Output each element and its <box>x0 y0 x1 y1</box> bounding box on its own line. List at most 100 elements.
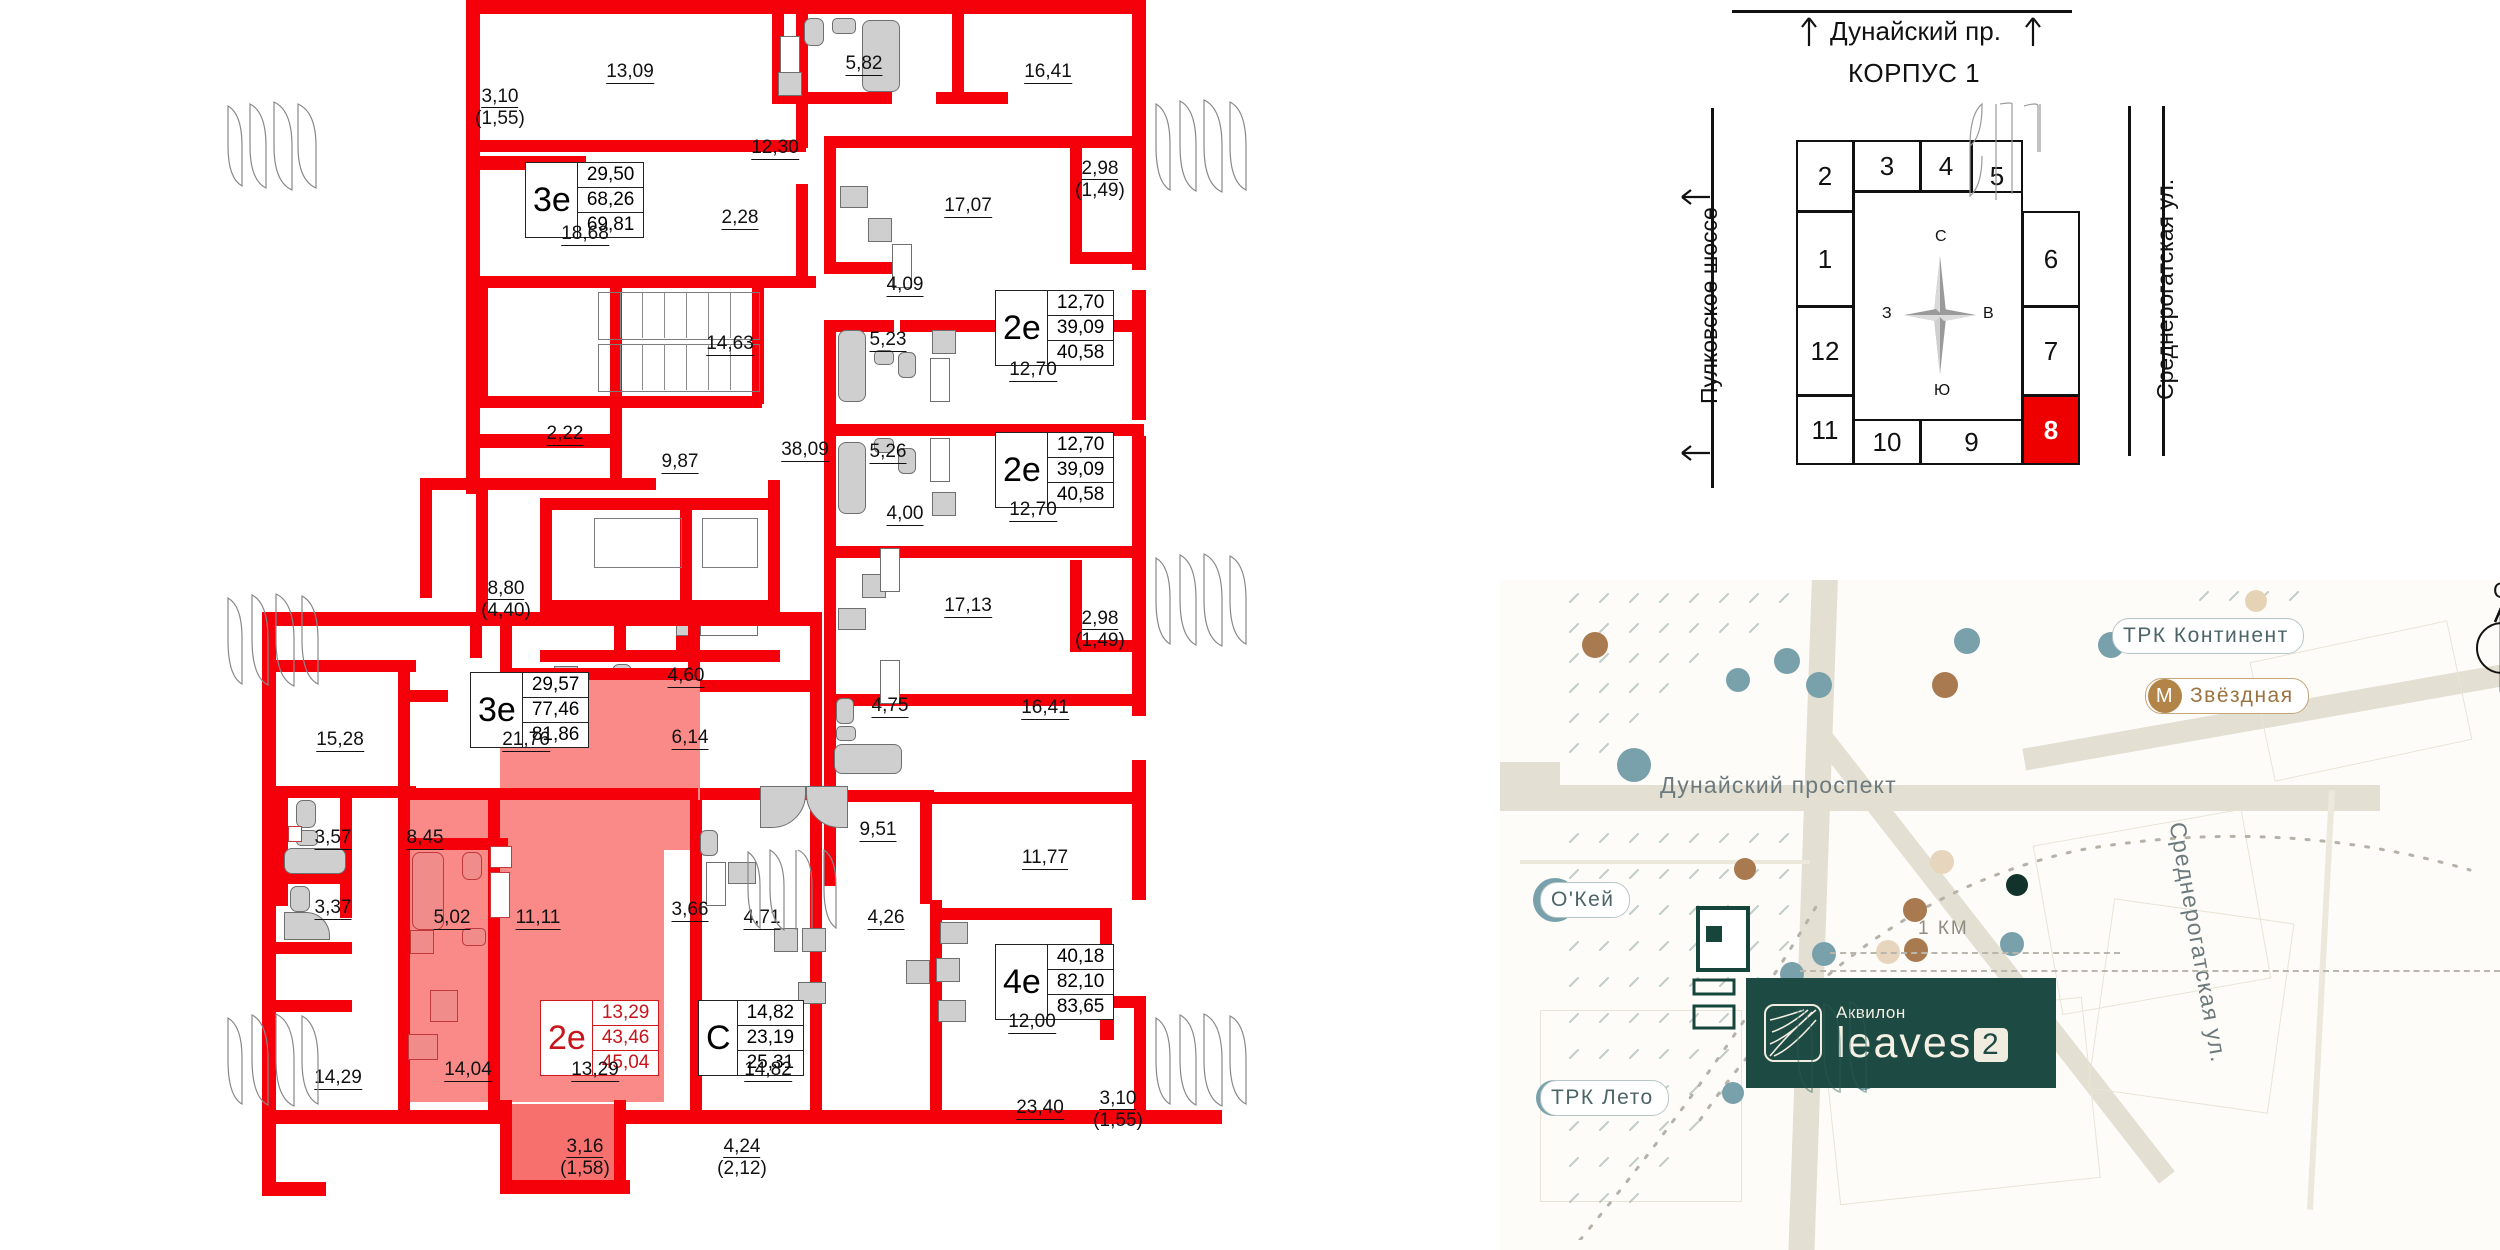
wall <box>1132 0 1146 200</box>
section-1[interactable]: 1 <box>1796 211 1854 307</box>
compass-east-label: В <box>1983 305 1994 322</box>
wall <box>326 1110 386 1124</box>
room-area: 17,07 <box>944 195 992 218</box>
selected-apartment-balcony <box>508 1104 618 1180</box>
room-area: 5,23 <box>869 329 907 352</box>
poi-trk-leto[interactable]: ТРК Лето <box>1540 1080 1669 1116</box>
room-area: 15,28 <box>316 729 364 752</box>
sink-icon <box>874 350 894 365</box>
logo-big-text: leaves <box>1836 1018 1973 1067</box>
balcony-glazing-icon <box>1969 102 2041 200</box>
room-area: 4,26 <box>867 907 905 930</box>
scale-label: 1 КМ <box>1918 918 1969 939</box>
compass-north-label: С <box>1935 228 1947 245</box>
badge-type: 3е <box>478 691 516 729</box>
wall <box>752 286 764 404</box>
project-marker[interactable] <box>1696 906 1750 972</box>
room-area: 4,00 <box>886 503 924 526</box>
street-label-pulkovskoe: Пулковское шоссе <box>1696 207 1722 404</box>
room-area-selected: 13,29 <box>571 1059 619 1082</box>
wall <box>620 1110 710 1124</box>
wall <box>398 1110 428 1124</box>
compass-rose-icon <box>1904 256 1976 374</box>
badge-total: 81,86 <box>531 724 580 745</box>
wall <box>1070 560 1082 650</box>
badge-type: С <box>706 1019 731 1057</box>
wall <box>1134 996 1146 1116</box>
cabinet-icon <box>930 358 950 402</box>
stair-step <box>708 292 709 338</box>
room-area: 18,68 <box>561 223 609 246</box>
poi-metro-zvezdnaya[interactable]: М Звёздная <box>2145 678 2309 714</box>
wall <box>512 396 762 408</box>
wall <box>482 612 822 626</box>
badge-living: 40,18 <box>1047 945 1114 970</box>
sink-icon <box>936 958 960 982</box>
poi-dot <box>2245 590 2267 612</box>
balcony-area: 3,10 <box>1099 1088 1137 1111</box>
section-10[interactable]: 10 <box>1853 419 1921 465</box>
badge-total: 40,58 <box>1056 342 1105 363</box>
sink-icon <box>874 438 894 453</box>
section-2[interactable]: 2 <box>1796 140 1854 212</box>
wall <box>398 800 410 1116</box>
section-6[interactable]: 6 <box>2022 211 2080 307</box>
wall <box>262 1110 276 1196</box>
room-area-balcony: 3,10 (1,55) <box>475 86 525 130</box>
badge-type: 2е <box>1003 451 1041 489</box>
sink-icon <box>832 18 856 34</box>
room-area: 2,28 <box>721 207 759 230</box>
apartment-badge-3e-left: 3е 29,57 77,46 81,86 <box>470 672 590 748</box>
cabinet-icon <box>490 872 510 918</box>
badge-living: 12,70 <box>1047 433 1114 458</box>
poi-label: ТРК Лето <box>1551 1086 1654 1109</box>
apartment-badge-4e: 4е 40,18 82,10 83,65 <box>995 944 1115 1020</box>
street-line-right-b <box>2162 106 2165 456</box>
road-minor-left <box>1520 860 1810 864</box>
wall <box>1132 760 1146 900</box>
section-8-selected[interactable]: 8 <box>2022 395 2080 465</box>
wall <box>930 792 1144 804</box>
room-area-balcony: 8,80 (4,40) <box>481 578 531 622</box>
wall <box>540 650 780 662</box>
section-7[interactable]: 7 <box>2022 306 2080 396</box>
toilet-icon <box>296 800 316 828</box>
room-area: 4,71 <box>743 907 781 930</box>
balcony-glazing-icon <box>227 101 317 191</box>
stair-step <box>664 292 665 338</box>
room-area: 17,13 <box>944 595 992 618</box>
apartment-badge-studio-c: С 14,82 23,19 25,31 <box>698 1000 805 1076</box>
poi-trk-continent[interactable]: ТРК Континент <box>2112 618 2304 654</box>
balcony-coef: (1,55) <box>1093 1110 1143 1132</box>
room-area: 5,02 <box>433 907 471 930</box>
stove-icon <box>408 1034 438 1060</box>
section-4[interactable]: 4 <box>1920 140 1972 192</box>
section-12[interactable]: 12 <box>1796 306 1854 396</box>
poi-okey[interactable]: О'Кей <box>1540 882 1630 918</box>
balcony-area: 8,80 <box>487 578 525 601</box>
stair-step <box>686 292 687 338</box>
room-area: 4,09 <box>886 274 924 297</box>
washer-icon <box>932 492 956 516</box>
bathtub-icon <box>834 744 902 774</box>
stove-icon <box>798 982 826 1004</box>
section-3[interactable]: 3 <box>1853 140 1921 192</box>
badge-total: 45,04 <box>601 1052 650 1073</box>
badge-area: 77,46 <box>522 698 589 723</box>
section-11[interactable]: 11 <box>1796 395 1854 465</box>
wall <box>398 788 698 800</box>
north-label: С <box>2493 580 2500 604</box>
section-9[interactable]: 9 <box>1920 419 2023 465</box>
poi-dot <box>1932 672 1958 698</box>
wall <box>824 136 836 266</box>
room-area: 2,22 <box>546 423 584 446</box>
bathtub-icon <box>412 852 444 930</box>
toilet-icon <box>290 886 310 912</box>
balcony-glazing-icon <box>1155 99 1247 193</box>
poi-dot <box>1617 748 1651 782</box>
apartment-badge-selected-2e[interactable]: 2е 13,29 43,46 45,04 <box>540 1000 660 1076</box>
badge-area: 82,10 <box>1047 970 1114 995</box>
balcony-coef: (4,40) <box>481 600 531 622</box>
location-map[interactable]: Дунайский проспект Среднерогатская ул. О… <box>1500 580 2500 1250</box>
